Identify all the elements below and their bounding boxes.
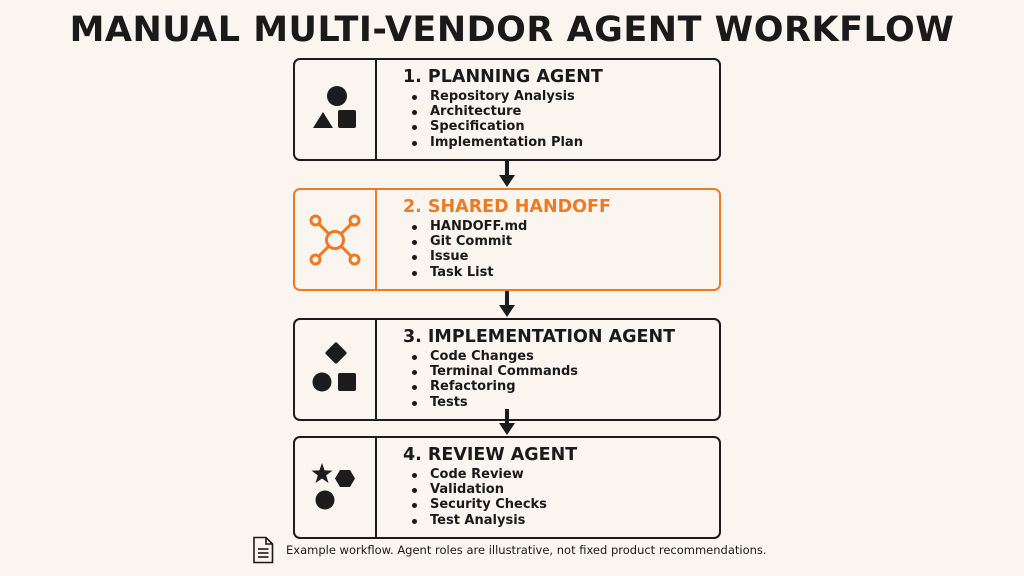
shapes-diamond-circle-square-icon (295, 320, 377, 419)
step-items: Code Review Validation Security Checks T… (403, 467, 577, 528)
document-icon (252, 536, 274, 564)
step-card-review: 4. REVIEW AGENT Code Review Validation S… (293, 436, 721, 539)
step-items: HANDOFF.md Git Commit Issue Task List (403, 219, 611, 280)
list-item: Implementation Plan (407, 135, 603, 150)
step-heading: 3. IMPLEMENTATION AGENT (403, 327, 676, 347)
step-heading: 2. SHARED HANDOFF (403, 197, 611, 217)
list-item: Architecture (407, 104, 603, 119)
hub-network-icon (295, 190, 377, 289)
page-title: MANUAL MULTI-VENDOR AGENT WORKFLOW (69, 10, 955, 50)
step-heading: 4. REVIEW AGENT (403, 445, 578, 465)
list-item: Validation (407, 482, 577, 497)
step-items: Repository Analysis Architecture Specifi… (403, 89, 603, 150)
step-card-planning: 1. PLANNING AGENT Repository Analysis Ar… (293, 58, 721, 161)
shapes-triangle-circle-square-icon (295, 60, 377, 159)
list-item: Code Changes (407, 349, 675, 364)
list-item: Repository Analysis (407, 89, 603, 104)
footnote-text: Example workflow. Agent roles are illust… (286, 543, 767, 557)
shapes-star-hexagon-circle-icon (295, 438, 377, 537)
list-item: Security Checks (407, 497, 577, 512)
list-item: Git Commit (407, 234, 611, 249)
step-card-shared-handoff: 2. SHARED HANDOFF HANDOFF.md Git Commit … (293, 188, 721, 291)
footnote: Example workflow. Agent roles are illust… (252, 536, 767, 564)
list-item: Tests (407, 395, 675, 410)
step-card-implementation: 3. IMPLEMENTATION AGENT Code Changes Ter… (293, 318, 721, 421)
list-item: Code Review (407, 467, 577, 482)
list-item: Refactoring (407, 379, 675, 394)
list-item: Issue (407, 249, 611, 264)
down-arrow-icon (499, 161, 515, 187)
step-heading: 1. PLANNING AGENT (403, 67, 603, 87)
list-item: HANDOFF.md (407, 219, 611, 234)
list-item: Specification (407, 119, 603, 134)
step-items: Code Changes Terminal Commands Refactori… (403, 349, 675, 410)
list-item: Task List (407, 265, 611, 280)
list-item: Test Analysis (407, 513, 577, 528)
down-arrow-icon (499, 409, 515, 435)
list-item: Terminal Commands (407, 364, 675, 379)
down-arrow-icon (499, 291, 515, 317)
